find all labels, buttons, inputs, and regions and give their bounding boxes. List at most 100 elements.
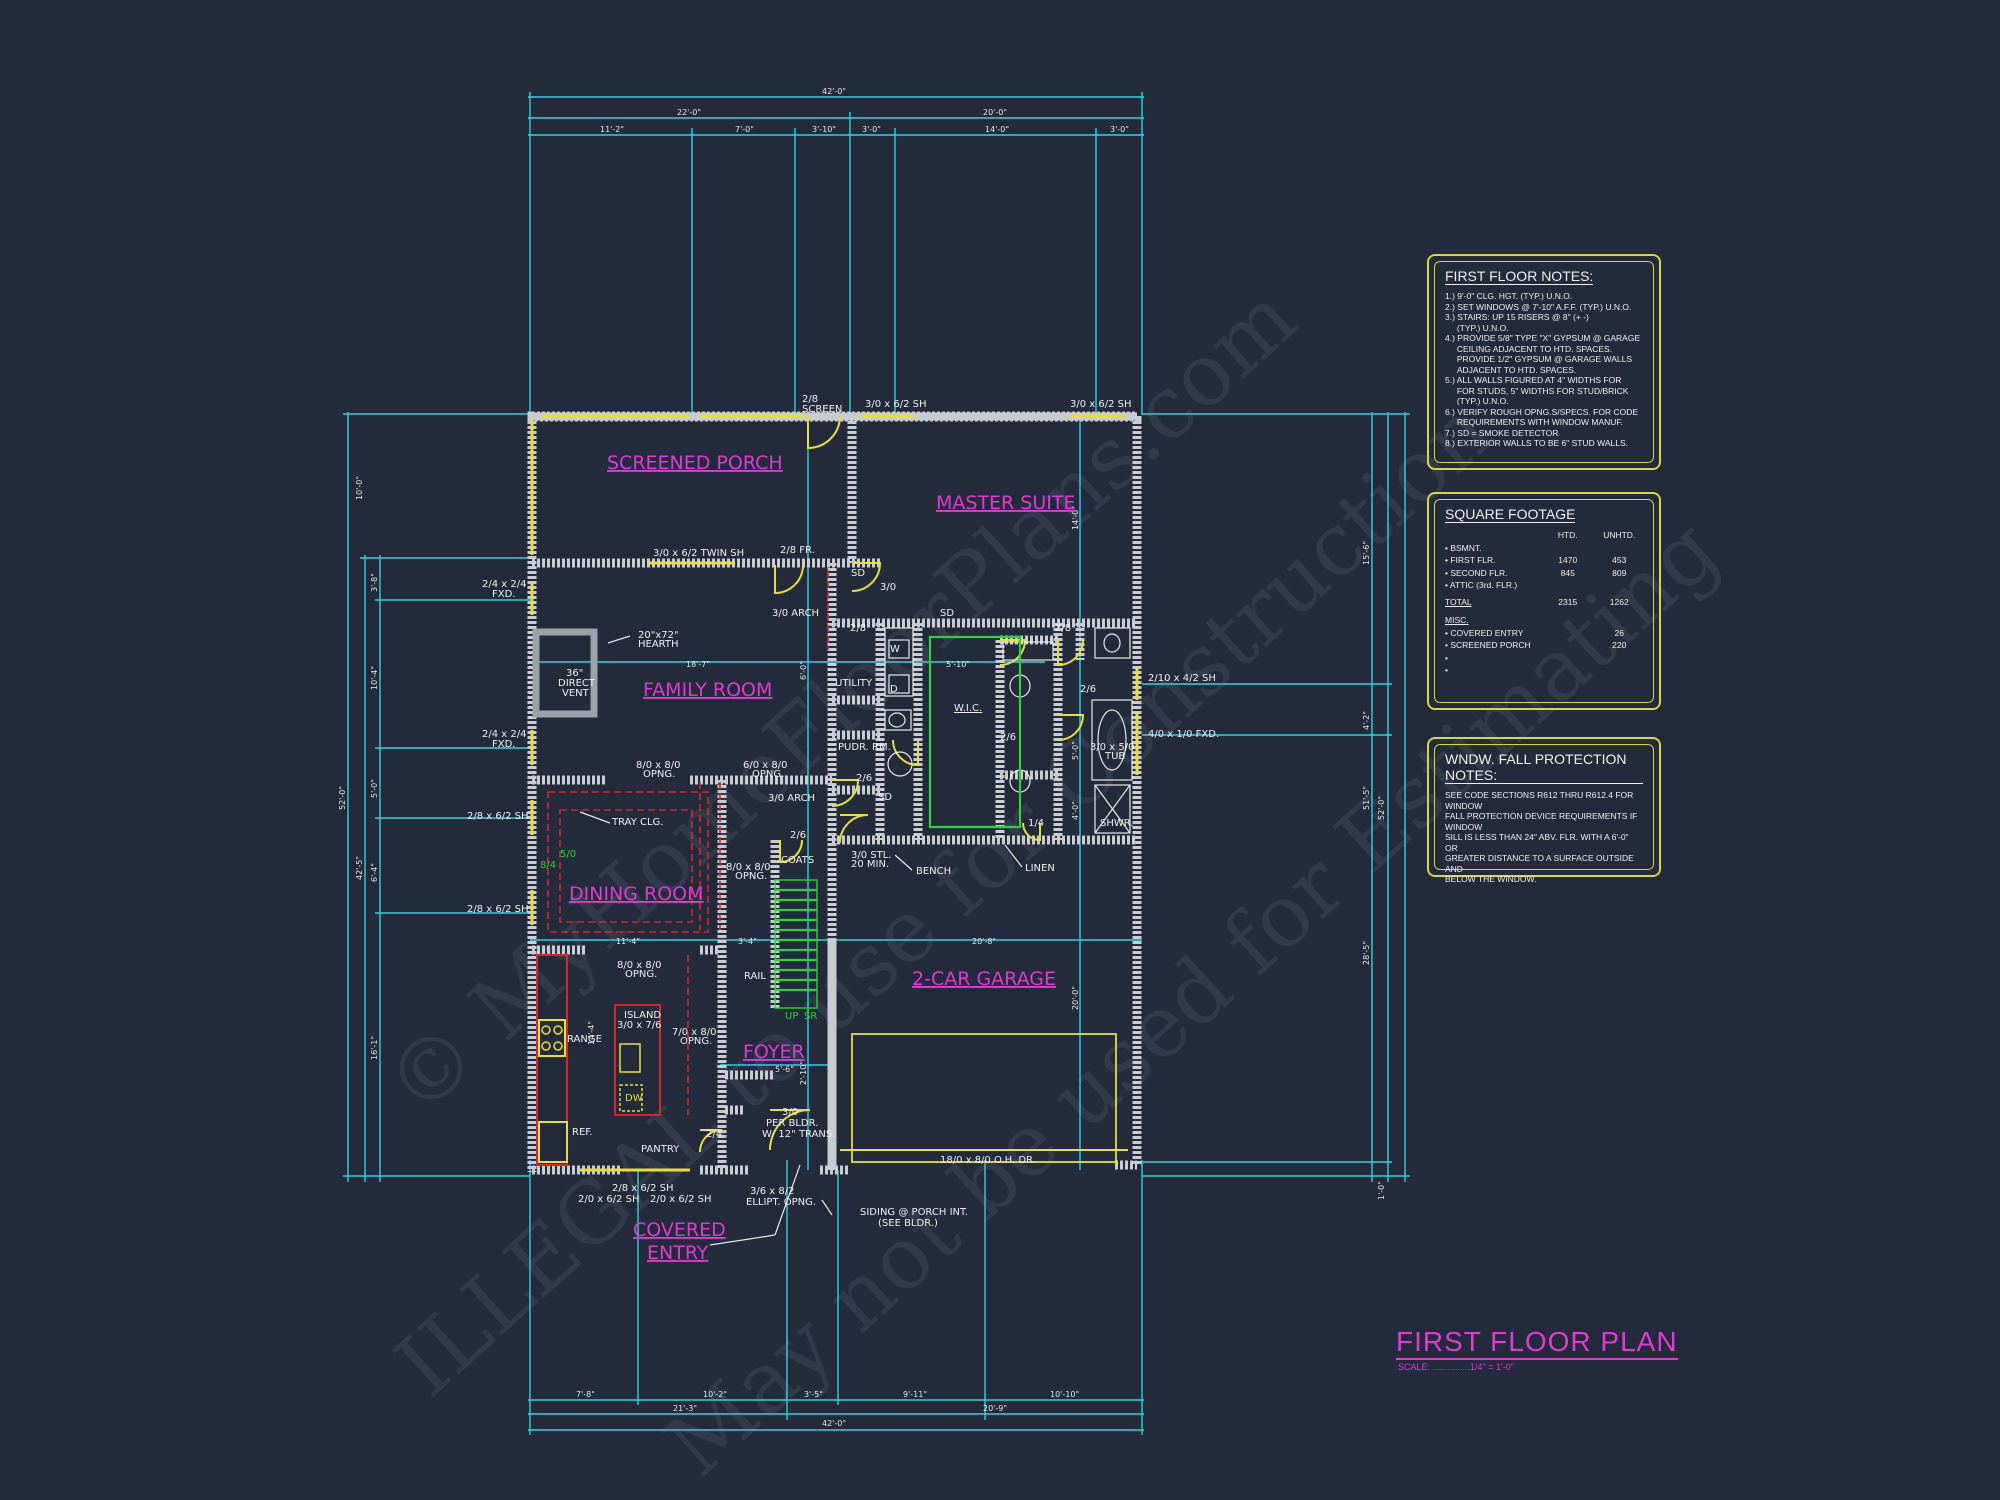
lbl-hearth-2: HEARTH — [638, 639, 679, 650]
sf-misc-row: • SCREENED PORCH 220 — [1445, 639, 1643, 652]
note-line: 3.) STAIRS: UP 15 RISERS @ 8" (+ -) — [1445, 312, 1589, 322]
dim-interior-10: 2'-10" — [799, 1061, 808, 1085]
dim-top-overall: 42'-0" — [822, 87, 846, 96]
note-line: 8.) EXTERIOR WALLS TO BE 6" STUD WALLS. — [1445, 438, 1628, 448]
lbl-d24: 2/4 — [706, 1129, 722, 1140]
window-notes-title: WNDW. FALL PROTECTION NOTES: — [1445, 751, 1643, 784]
lbl-up: UP — [785, 1011, 798, 1022]
sf-misc-name: • — [1445, 665, 1448, 675]
lbl-opng-e-2: OPNG. — [680, 1036, 712, 1047]
dim-left-seg-3: 10'-4" — [370, 666, 379, 690]
room-shwr: SHWR. — [1100, 818, 1134, 829]
room-foyer: FOYER — [743, 1041, 805, 1063]
dim-top-left: 22'-0" — [677, 108, 701, 117]
dim-top-seg-2: 7'-0" — [735, 125, 754, 134]
lbl-screen-1: 2/8 — [802, 394, 818, 405]
room-coats: COATS — [781, 855, 814, 866]
window-note-line: FALL PROTECTION DEVICE REQUIREMENTS IF W… — [1445, 811, 1640, 832]
lbl-oh-door: 18/0 x 8/0 O.H. DR. — [940, 1155, 1036, 1166]
sf-misc-name: • SCREENED PORCH — [1445, 640, 1531, 650]
kitchen — [536, 954, 661, 1166]
lbl-opng-b-2: OPNG. — [752, 769, 784, 780]
lbl-sh-206-a: 2/0 x 6/2 SH — [578, 1194, 640, 1205]
dim-right-seg-2: 4'-2" — [1362, 711, 1371, 730]
sf-total-unhtd: 1262 — [1609, 596, 1629, 607]
dim-right-seg-1: 15'-6" — [1362, 541, 1371, 565]
window-note-line: GREATER DISTANCE TO A SURFACE OUTSIDE AN… — [1445, 853, 1636, 874]
first-floor-notes-title: FIRST FLOOR NOTES: — [1445, 268, 1594, 285]
lbl-hearth-1: 20"x72" — [638, 630, 679, 641]
lbl-tray: TRAY CLG. — [611, 817, 663, 828]
lbl-g84: 8/4 — [540, 860, 556, 871]
sf-row-htd — [1540, 542, 1595, 555]
lbl-g50: 5/0 — [560, 849, 576, 860]
lbl-vent-2: DIRECT — [558, 678, 596, 689]
sf-row-htd: 845 — [1560, 567, 1575, 578]
ceiling-outlines — [547, 570, 829, 1115]
lbl-ellipt-2: ELLIPT. OPNG. — [746, 1197, 816, 1208]
lbl-sd-3: SD — [878, 792, 892, 803]
dim-interior-12: 5'-0" — [1071, 741, 1080, 760]
dim-right-overall: 52'-0" — [1377, 796, 1386, 820]
square-footage-title: SQUARE FOOTAGE — [1445, 506, 1576, 523]
lbl-d14: 1/4 — [1028, 818, 1044, 829]
window-fall-protection-box: WNDW. FALL PROTECTION NOTES: SEE CODE SE… — [1427, 737, 1661, 884]
sf-row: • BSMNT. — [1445, 542, 1643, 555]
dim-interior-3: 20'-8" — [972, 937, 996, 946]
note-line: 6.) VERIFY ROUGH OPNG.S/SPECS. FOR CODE — [1445, 406, 1639, 417]
lbl-opng-c-1: 8/0 x 8/0 — [726, 862, 770, 873]
dim-left-seg-5: 6'-4" — [370, 863, 379, 882]
dim-bottom-seg-3: 3'-5" — [804, 1390, 823, 1399]
lbl-opng-b-1: 6/0 x 8/0 — [743, 760, 787, 771]
lbl-sh-286-c: 2/8 x 6/2 SH — [612, 1183, 674, 1194]
lbl-opng-c-2: OPNG. — [735, 871, 767, 882]
dim-bottom-left: 21'-3" — [673, 1404, 697, 1413]
windows — [530, 414, 1139, 1172]
lbl-ref: REF. — [572, 1127, 593, 1138]
lbl-opng-d-1: 8/0 x 8/0 — [617, 960, 661, 971]
lbl-sr: SR — [804, 1011, 817, 1022]
sf-row-unhtd: 453 — [1612, 555, 1627, 565]
sf-col-htd: HTD. — [1557, 530, 1578, 540]
dim-interior-13: 4'-0" — [1071, 801, 1080, 820]
lbl-opng-a-2: OPNG. — [643, 769, 675, 780]
dim-right-seg-4: 1'-0" — [1377, 1181, 1386, 1200]
dim-bottom-seg-5: 10'-10" — [1050, 1390, 1079, 1399]
dim-bottom-seg-1: 7'-8" — [576, 1390, 595, 1399]
garage-door — [840, 1033, 1128, 1163]
lbl-sh-210: 2/10 x 4/2 SH — [1148, 673, 1216, 684]
dim-interior-6: 5'-6" — [775, 1065, 794, 1074]
note-line: (TYP.) U.N.O. — [1445, 322, 1509, 333]
room-covered-entry-1: COVERED — [633, 1219, 726, 1241]
sf-misc-name: • — [1445, 652, 1448, 663]
lbl-d28-b: 2/8 — [1055, 623, 1071, 634]
window-note-line: SILL IS LESS THAN 24" ABV. FLR. WITH A 6… — [1445, 832, 1631, 853]
note-line: ADJACENT TO HTD. SPACES. — [1445, 364, 1577, 375]
sf-misc-name: • COVERED ENTRY — [1445, 627, 1524, 638]
lbl-sh-286-a: 2/8 x 6/2 SH — [467, 811, 529, 822]
note-line: 4.) PROVIDE 5/8" TYPE "X" GYPSUM @ GARAG… — [1445, 333, 1641, 343]
sf-header-row: HTD. UNHTD. — [1445, 529, 1643, 542]
lbl-fxd-a-1: 2/4 x 2/4 — [482, 579, 526, 590]
dimension-lines — [343, 92, 1410, 1435]
room-tub: TUB — [1104, 751, 1125, 762]
sf-row-htd — [1540, 579, 1595, 592]
lbl-twin-sh: 3/0 x 6/2 TWIN SH — [653, 548, 744, 559]
sf-misc-value — [1595, 664, 1643, 677]
room-wic: W.I.C. — [954, 703, 982, 714]
sf-misc-row: • — [1445, 652, 1643, 665]
lbl-sh-286-b: 2/8 x 6/2 SH — [467, 904, 529, 915]
callouts: 2/8 SCREEN 3/0 x 6/2 SH 3/0 x 6/2 SH 3/0… — [467, 394, 1219, 1246]
lbl-arch-30b: 3/0 ARCH — [768, 793, 815, 804]
dim-top-seg-6: 3'-0" — [1110, 125, 1129, 134]
sf-misc-title: MISC. — [1445, 615, 1469, 625]
lbl-fxd-410: 4/0 x 1/0 FXD. — [1148, 729, 1219, 740]
dim-bottom-seg-2: 10'-2" — [703, 1390, 727, 1399]
dim-left-seg-4: 5'-0" — [370, 779, 379, 798]
dim-interior-7: 14'-0" — [1071, 506, 1080, 530]
lbl-bench: BENCH — [916, 866, 951, 877]
stair — [774, 879, 818, 1009]
dim-interior-9: 14'-4" — [587, 1021, 596, 1045]
lbl-stl-2: 20 MIN. — [851, 859, 889, 870]
